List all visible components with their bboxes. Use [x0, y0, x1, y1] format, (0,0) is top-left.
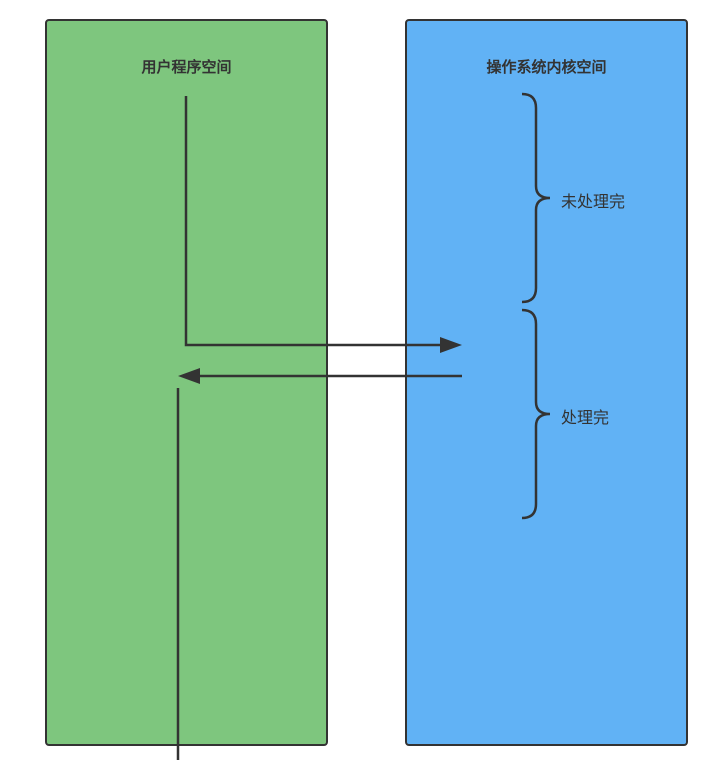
unfinished-label: 未处理完 [561, 192, 626, 211]
user-space-panel: 用户程序空间 [45, 19, 328, 746]
finished-label: 处理完 [561, 408, 610, 427]
kernel-space-panel: 操作系统内核空间 [405, 19, 688, 746]
user-space-title: 用户程序空间 [141, 58, 232, 76]
kernel-space-title: 操作系统内核空间 [486, 58, 607, 76]
